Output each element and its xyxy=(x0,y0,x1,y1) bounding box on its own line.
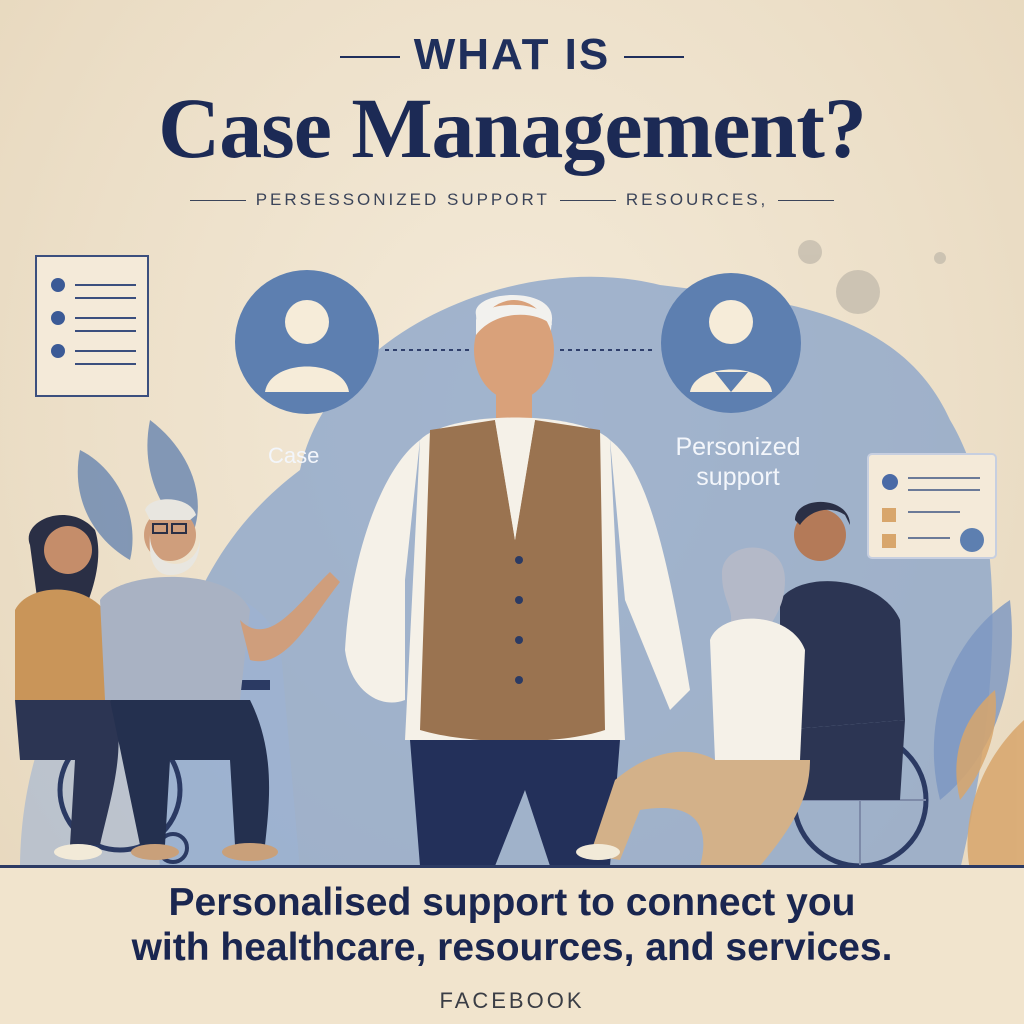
tagline: Personalised support to connect you with… xyxy=(0,880,1024,970)
checklist-card-icon xyxy=(867,453,997,559)
tagline-line2: with healthcare, resources, and services… xyxy=(131,926,893,969)
tagline-line1: Personalised support to connect you xyxy=(168,881,856,924)
support-person-icon xyxy=(661,273,801,413)
subtitle-left: PERSESSONIZED SUPPORT xyxy=(255,190,550,209)
header-kicker: WHAT IS xyxy=(0,30,1024,80)
bottom-banner xyxy=(0,866,1024,1024)
support-label-line2: support xyxy=(696,463,780,491)
page-title: Case Management? xyxy=(158,80,867,176)
personized-support-label: Personized support xyxy=(648,432,828,492)
services-icon xyxy=(798,240,946,314)
subtitle-line: PERSESSONIZED SUPPORT RESOURCES, xyxy=(0,190,1024,210)
subtitle-right: RESOURCES, xyxy=(625,190,769,209)
case-label: Case xyxy=(268,443,320,468)
case-person-icon xyxy=(235,270,379,414)
leaf-right-icon xyxy=(933,600,1012,800)
kicker-rule-left xyxy=(339,56,400,59)
source-label: FACEBOOK xyxy=(439,988,585,1013)
case-manager-figure xyxy=(345,295,690,866)
kicker-rule-right xyxy=(624,56,685,59)
left-group-figures xyxy=(15,499,340,864)
leaf-orange-icon xyxy=(956,690,1024,870)
checklist-icon xyxy=(35,255,149,397)
kicker-text: WHAT IS xyxy=(413,30,611,79)
right-group-figures xyxy=(576,501,929,869)
support-label-line1: Personized xyxy=(675,433,801,461)
